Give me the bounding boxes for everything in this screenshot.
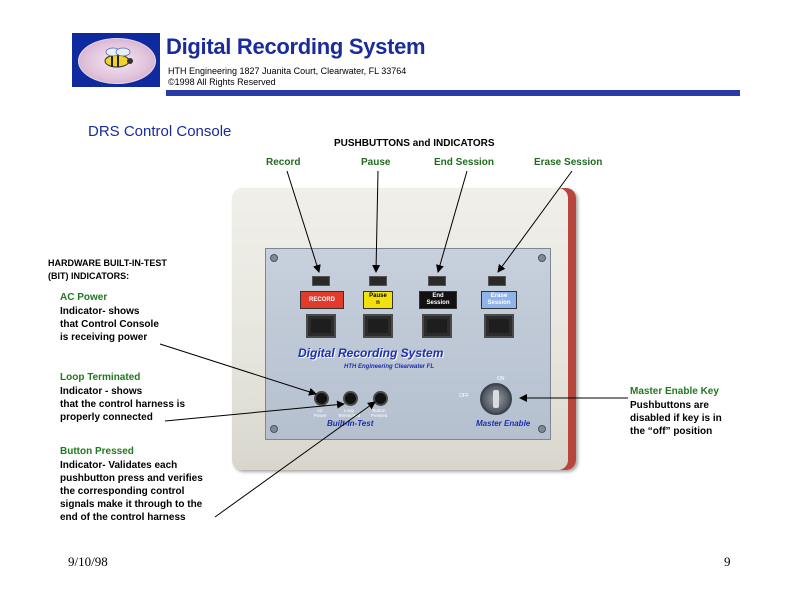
master-enable-label: Master Enable xyxy=(476,419,531,428)
label-pause: Pause xyxy=(361,157,391,168)
screw xyxy=(538,425,546,433)
console-panel-subtitle: HTH Engineering Clearwater FL xyxy=(344,364,435,370)
arrow-end-session xyxy=(436,170,468,273)
ac-power-led xyxy=(314,391,329,406)
header-address: HTH Engineering 1827 Juanita Court, Clea… xyxy=(168,66,407,76)
label-erase-session: Erase Session xyxy=(534,157,603,168)
console-label-erase-session: Erase Session xyxy=(481,291,517,309)
screw xyxy=(270,425,278,433)
loop-terminated-line: Indicator - shows xyxy=(60,386,143,397)
ac-power-line: that Control Console xyxy=(60,319,159,330)
key-off-label: OFF xyxy=(459,393,469,399)
footer-page-number: 9 xyxy=(724,554,731,569)
arrow-pause xyxy=(372,170,381,273)
bit-heading-line1: HARDWARE BUILT-IN-TEST xyxy=(48,258,167,268)
header-divider xyxy=(166,90,740,96)
ac-power-line: is receiving power xyxy=(60,332,148,343)
record-button[interactable] xyxy=(306,314,336,338)
arrow-erase-session xyxy=(497,170,573,273)
section-title: DRS Control Console xyxy=(88,123,232,140)
button-pressed-line: the corresponding control xyxy=(60,486,185,497)
console-label-pause: Pause n xyxy=(363,291,393,309)
led-label-loop-terminated: Loop Terminated xyxy=(337,408,361,418)
led-label-button-pressed: Button Pressed xyxy=(370,408,388,418)
erase-session-button[interactable] xyxy=(484,314,514,338)
ac-power-title: AC Power xyxy=(60,292,108,303)
loop-terminated-led xyxy=(343,391,358,406)
key-slot-icon xyxy=(493,390,499,408)
bit-heading-line2: (BIT) INDICATORS: xyxy=(48,271,130,281)
button-pressed-title: Button Pressed xyxy=(60,446,134,457)
pause-button[interactable] xyxy=(363,314,393,338)
console-label-record: RECORD xyxy=(300,291,344,309)
header-title: Digital Recording System xyxy=(166,34,426,59)
arrow-loop-terminated xyxy=(164,400,345,422)
arrow-button-pressed xyxy=(214,401,376,518)
console-label-end-session: End Session xyxy=(419,291,457,309)
bee-icon xyxy=(104,47,133,68)
master-enable-title: Master Enable Key xyxy=(630,386,719,397)
label-record: Record xyxy=(266,157,301,168)
key-on-label: ON xyxy=(497,376,505,382)
master-enable-line: Pushbuttons are xyxy=(630,400,709,411)
indicator-end-session xyxy=(428,276,446,286)
led-label-ac-power: AC Power xyxy=(313,408,327,418)
button-pressed-line: signals make it through to the xyxy=(60,499,203,510)
arrow-record xyxy=(286,170,321,273)
pushbuttons-title: PUSHBUTTONS and INDICATORS xyxy=(334,138,495,149)
loop-terminated-line: properly connected xyxy=(60,412,153,423)
loop-terminated-line: that the control harness is xyxy=(60,399,186,410)
button-pressed-line: end of the control harness xyxy=(60,512,186,523)
loop-terminated-title: Loop Terminated xyxy=(60,372,141,383)
screw xyxy=(538,254,546,262)
screw xyxy=(270,254,278,262)
master-enable-line: the “off” position xyxy=(630,426,713,437)
button-pressed-line: Indicator- Validates each xyxy=(60,460,178,471)
button-pressed-led xyxy=(373,391,388,406)
footer-date: 9/10/98 xyxy=(68,554,108,569)
label-end-session: End Session xyxy=(434,157,495,168)
console-panel-title: Digital Recording System xyxy=(298,346,444,360)
button-pressed-line: pushbutton press and verifies xyxy=(60,473,203,484)
master-enable-line: disabled if key is in xyxy=(630,413,722,424)
logo-emblem xyxy=(78,38,156,84)
indicator-erase-session xyxy=(488,276,506,286)
header-copyright: ©1998 All Rights Reserved xyxy=(168,77,276,87)
bit-label: Built-In-Test xyxy=(327,419,374,428)
company-logo xyxy=(72,33,160,87)
indicator-pause xyxy=(369,276,387,286)
indicator-record xyxy=(312,276,330,286)
arrow-ac-power xyxy=(159,343,317,396)
end-session-button[interactable] xyxy=(422,314,452,338)
master-enable-key[interactable] xyxy=(480,383,512,415)
ac-power-line: Indicator- shows xyxy=(60,306,140,317)
